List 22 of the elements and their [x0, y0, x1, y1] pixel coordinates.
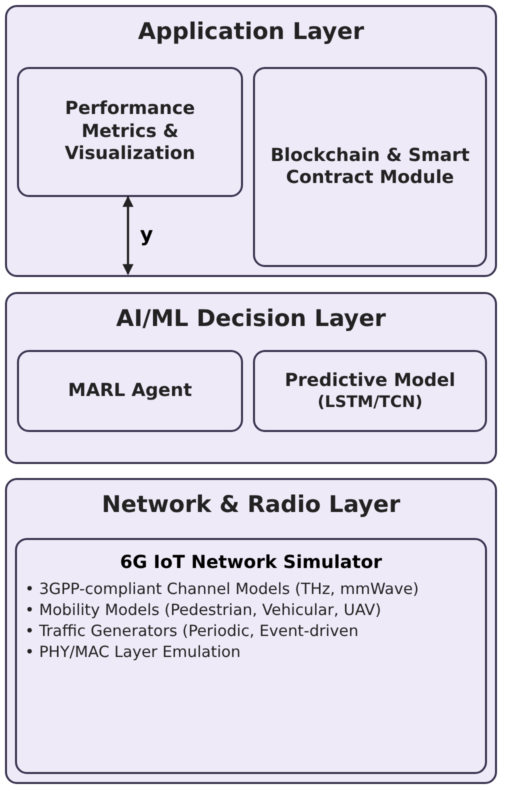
- bullet-item: • 3GPP-compliant Channel Models (THz, mmWave): [25, 579, 419, 600]
- layer-panel: [5, 478, 497, 784]
- layer-panel: [5, 292, 497, 464]
- double-arrow: [122, 196, 134, 276]
- layer-title: Network & Radio Layer: [102, 492, 400, 518]
- box-label: Predictive Model: [284, 370, 456, 392]
- layer-title: AI/ML Decision Layer: [116, 306, 386, 332]
- box-heading: 6G IoT Network Simulator: [120, 552, 382, 573]
- simulator-box: [15, 538, 487, 774]
- box-label: MARL Agent: [68, 380, 192, 402]
- module-box: [253, 67, 487, 267]
- bullet-item: • PHY/MAC Layer Emulation: [25, 642, 241, 663]
- module-box: [253, 350, 487, 432]
- box-subtitle: (LSTM/TCN): [317, 392, 423, 412]
- layer-title: Application Layer: [138, 19, 364, 45]
- bullet-item: • Mobility Models (Pedestrian, Vehicular, UAV): [25, 600, 382, 621]
- module-box: [17, 67, 243, 197]
- box-label: Blockchain & Smart Contract Module: [269, 144, 471, 190]
- bullet-item: • Traffic Generators (Periodic, Event-driven: [25, 620, 358, 642]
- module-box: [17, 350, 243, 432]
- layer-panel: [5, 5, 497, 277]
- box-label: Performance Metrics & Visualization: [64, 98, 196, 166]
